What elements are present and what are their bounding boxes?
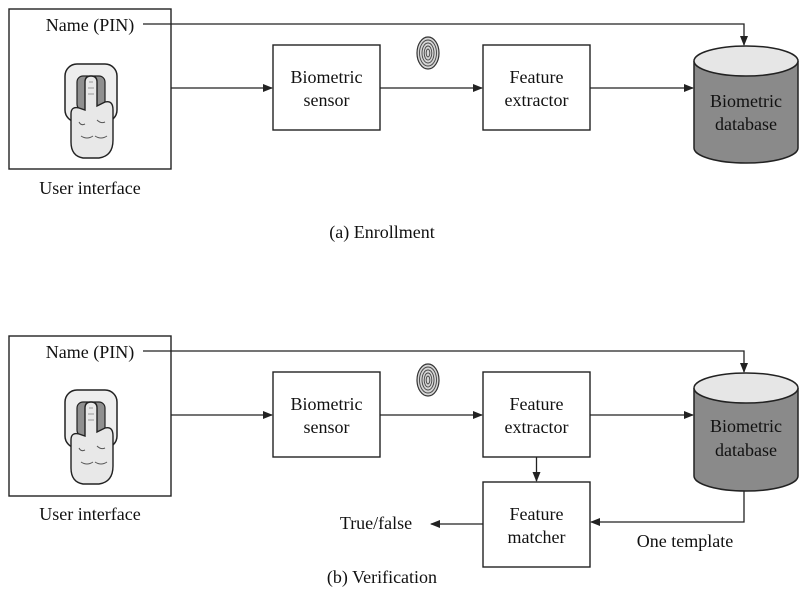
matcher-label-line2: matcher [508, 527, 566, 547]
sensor-label-line1: Biometric [291, 394, 363, 414]
biometric-sensor-box [272, 371, 381, 458]
arrow-database-to-matcher [590, 491, 745, 526]
arrow-pin-to-database [143, 350, 748, 373]
one-template-label: One template [637, 531, 733, 551]
feature-matcher-box [482, 481, 591, 568]
extractor-label-line1: Feature [510, 394, 564, 414]
extractor-label-line2: extractor [505, 90, 569, 110]
fingerprint-icon [416, 36, 440, 70]
biometric-sensor-box [272, 44, 381, 131]
verification-caption: (b) Verification [327, 567, 437, 588]
sensor-label-line2: sensor [304, 90, 350, 110]
name-pin-label: Name (PIN) [46, 15, 134, 36]
user-interface-label: User interface [39, 178, 140, 198]
sensor-label-line1: Biometric [291, 67, 363, 87]
database-label-line1: Biometric [710, 91, 782, 111]
result-label: True/false [340, 513, 412, 533]
verification-section: Name (PIN) User interface Biometric sens… [8, 335, 799, 588]
name-pin-label: Name (PIN) [46, 342, 134, 363]
enrollment-section: Name (PIN) User interface Biometric sens… [8, 8, 799, 243]
matcher-label-line1: Feature [510, 504, 564, 524]
extractor-label-line2: extractor [505, 417, 569, 437]
enrollment-caption: (a) Enrollment [329, 222, 434, 243]
database-label-line2: database [715, 440, 777, 460]
user-interface-label: User interface [39, 504, 140, 524]
database-cylinder-icon [693, 45, 799, 164]
finger-on-pad-icon [64, 389, 118, 485]
extractor-label-line1: Feature [510, 67, 564, 87]
sensor-label-line2: sensor [304, 417, 350, 437]
finger-on-pad-icon [64, 63, 118, 159]
database-label-line2: database [715, 114, 777, 134]
fingerprint-icon [416, 363, 440, 397]
database-label-line1: Biometric [710, 416, 782, 436]
arrow-pin-to-database [143, 23, 748, 46]
feature-extractor-box [482, 44, 591, 131]
feature-extractor-box [482, 371, 591, 458]
database-cylinder-icon [693, 372, 799, 492]
